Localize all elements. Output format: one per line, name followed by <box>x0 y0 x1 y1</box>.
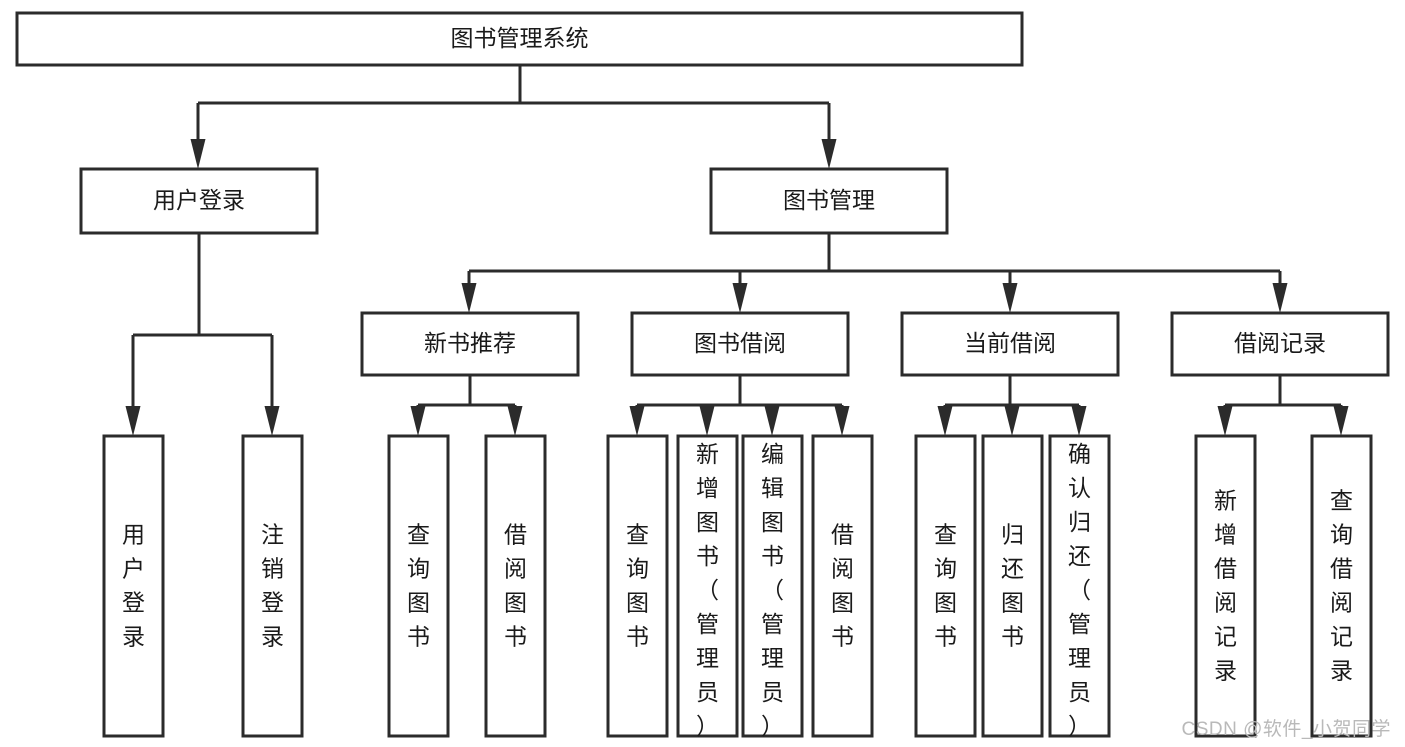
arrow-head <box>732 283 748 313</box>
node-leaf-query-book-3[interactable]: 查询图书 <box>914 434 977 738</box>
arrow-head <box>1002 283 1018 313</box>
node-box[interactable] <box>630 311 850 377</box>
connectors-layer <box>125 65 1349 436</box>
node-label: 新增借阅记录 <box>1214 487 1237 683</box>
node-leaf-logout[interactable]: 注销登录 <box>241 434 304 738</box>
node-leaf-return-book[interactable]: 归还图书 <box>981 434 1044 738</box>
node-current-borrow[interactable]: 当前借阅 <box>900 311 1120 377</box>
connector-root-to-level2 <box>190 65 837 169</box>
node-box[interactable] <box>15 11 1024 67</box>
node-box[interactable] <box>1170 311 1390 377</box>
node-box[interactable] <box>1194 434 1257 738</box>
arrow-head <box>764 406 780 436</box>
node-leaf-user-login[interactable]: 用户登录 <box>102 434 165 738</box>
arrow-head <box>507 406 523 436</box>
arrow-head <box>821 139 837 169</box>
arrow-head <box>1272 283 1288 313</box>
arrow-head <box>264 406 280 436</box>
arrow-head <box>1333 406 1349 436</box>
arrow-head <box>125 406 141 436</box>
node-box[interactable] <box>79 167 319 235</box>
arrow-head <box>1217 406 1233 436</box>
node-box[interactable] <box>709 167 949 235</box>
connector-bookmanage-to-level3 <box>461 233 1288 313</box>
arrow-head <box>190 139 206 169</box>
node-label: 新增图书（管理员） <box>696 441 719 739</box>
arrow-head <box>699 406 715 436</box>
connector-bookborrow-to-leaves <box>629 375 850 436</box>
node-root[interactable]: 图书管理系统 <box>15 11 1024 67</box>
node-label: 借阅记录 <box>1234 330 1326 356</box>
arrow-head <box>629 406 645 436</box>
connector-userlogin-to-leaves <box>125 233 280 436</box>
node-label: 查询图书 <box>407 521 430 649</box>
node-label: 查询借阅记录 <box>1330 487 1353 683</box>
arrow-head <box>1071 406 1087 436</box>
arrow-head <box>1004 406 1020 436</box>
nodes-layer: 图书管理系统用户登录图书管理新书推荐图书借阅当前借阅借阅记录用户登录注销登录查询… <box>15 11 1390 739</box>
node-label: 确认归还（管理员） <box>1068 441 1091 739</box>
node-label: 图书管理系统 <box>451 25 589 51</box>
node-label: 查询图书 <box>934 521 957 649</box>
connector-newbookrec-to-leaves <box>410 375 523 436</box>
node-user-login[interactable]: 用户登录 <box>79 167 319 235</box>
node-label: 图书管理 <box>783 187 875 213</box>
node-label: 编辑图书（管理员） <box>761 441 784 739</box>
arrow-head <box>937 406 953 436</box>
node-box[interactable] <box>241 434 304 738</box>
node-book-borrow[interactable]: 图书借阅 <box>630 311 850 377</box>
node-label: 借阅图书 <box>831 521 854 649</box>
node-leaf-query-record[interactable]: 查询借阅记录 <box>1310 434 1373 738</box>
node-label: 用户登录 <box>153 187 245 213</box>
node-box[interactable] <box>484 434 547 738</box>
node-leaf-borrow-book-2[interactable]: 借阅图书 <box>811 434 874 738</box>
node-box[interactable] <box>981 434 1044 738</box>
node-leaf-confirm-return[interactable]: 确认归还（管理员） <box>1048 434 1111 739</box>
node-label: 图书借阅 <box>694 330 786 356</box>
node-box[interactable] <box>914 434 977 738</box>
arrow-head <box>461 283 477 313</box>
node-leaf-edit-book[interactable]: 编辑图书（管理员） <box>741 434 804 739</box>
arrow-head <box>410 406 426 436</box>
node-label: 当前借阅 <box>964 330 1056 356</box>
node-new-book-rec[interactable]: 新书推荐 <box>360 311 580 377</box>
node-label: 用户登录 <box>122 521 145 649</box>
csdn-watermark: CSDN @软件_小贺同学 <box>1181 719 1391 740</box>
node-label: 查询图书 <box>626 521 649 649</box>
node-box[interactable] <box>387 434 450 738</box>
connector-borrowrecord-to-leaves <box>1217 375 1349 436</box>
node-label: 借阅图书 <box>504 521 527 649</box>
node-box[interactable] <box>606 434 669 738</box>
node-box[interactable] <box>1048 434 1111 738</box>
node-leaf-add-record[interactable]: 新增借阅记录 <box>1194 434 1257 738</box>
arrow-head <box>834 406 850 436</box>
node-leaf-query-book-2[interactable]: 查询图书 <box>606 434 669 738</box>
node-box[interactable] <box>360 311 580 377</box>
node-label: 注销登录 <box>261 521 284 649</box>
node-box[interactable] <box>1310 434 1373 738</box>
node-box[interactable] <box>676 434 739 738</box>
node-label: 归还图书 <box>1001 521 1024 649</box>
node-box[interactable] <box>900 311 1120 377</box>
node-box[interactable] <box>811 434 874 738</box>
node-book-manage[interactable]: 图书管理 <box>709 167 949 235</box>
node-leaf-add-book[interactable]: 新增图书（管理员） <box>676 434 739 739</box>
node-label: 新书推荐 <box>424 330 516 356</box>
node-box[interactable] <box>102 434 165 738</box>
node-leaf-borrow-book-1[interactable]: 借阅图书 <box>484 434 547 738</box>
node-borrow-record[interactable]: 借阅记录 <box>1170 311 1390 377</box>
node-box[interactable] <box>741 434 804 738</box>
node-leaf-query-book-1[interactable]: 查询图书 <box>387 434 450 738</box>
connector-currentborrow-to-leaves <box>937 375 1087 436</box>
